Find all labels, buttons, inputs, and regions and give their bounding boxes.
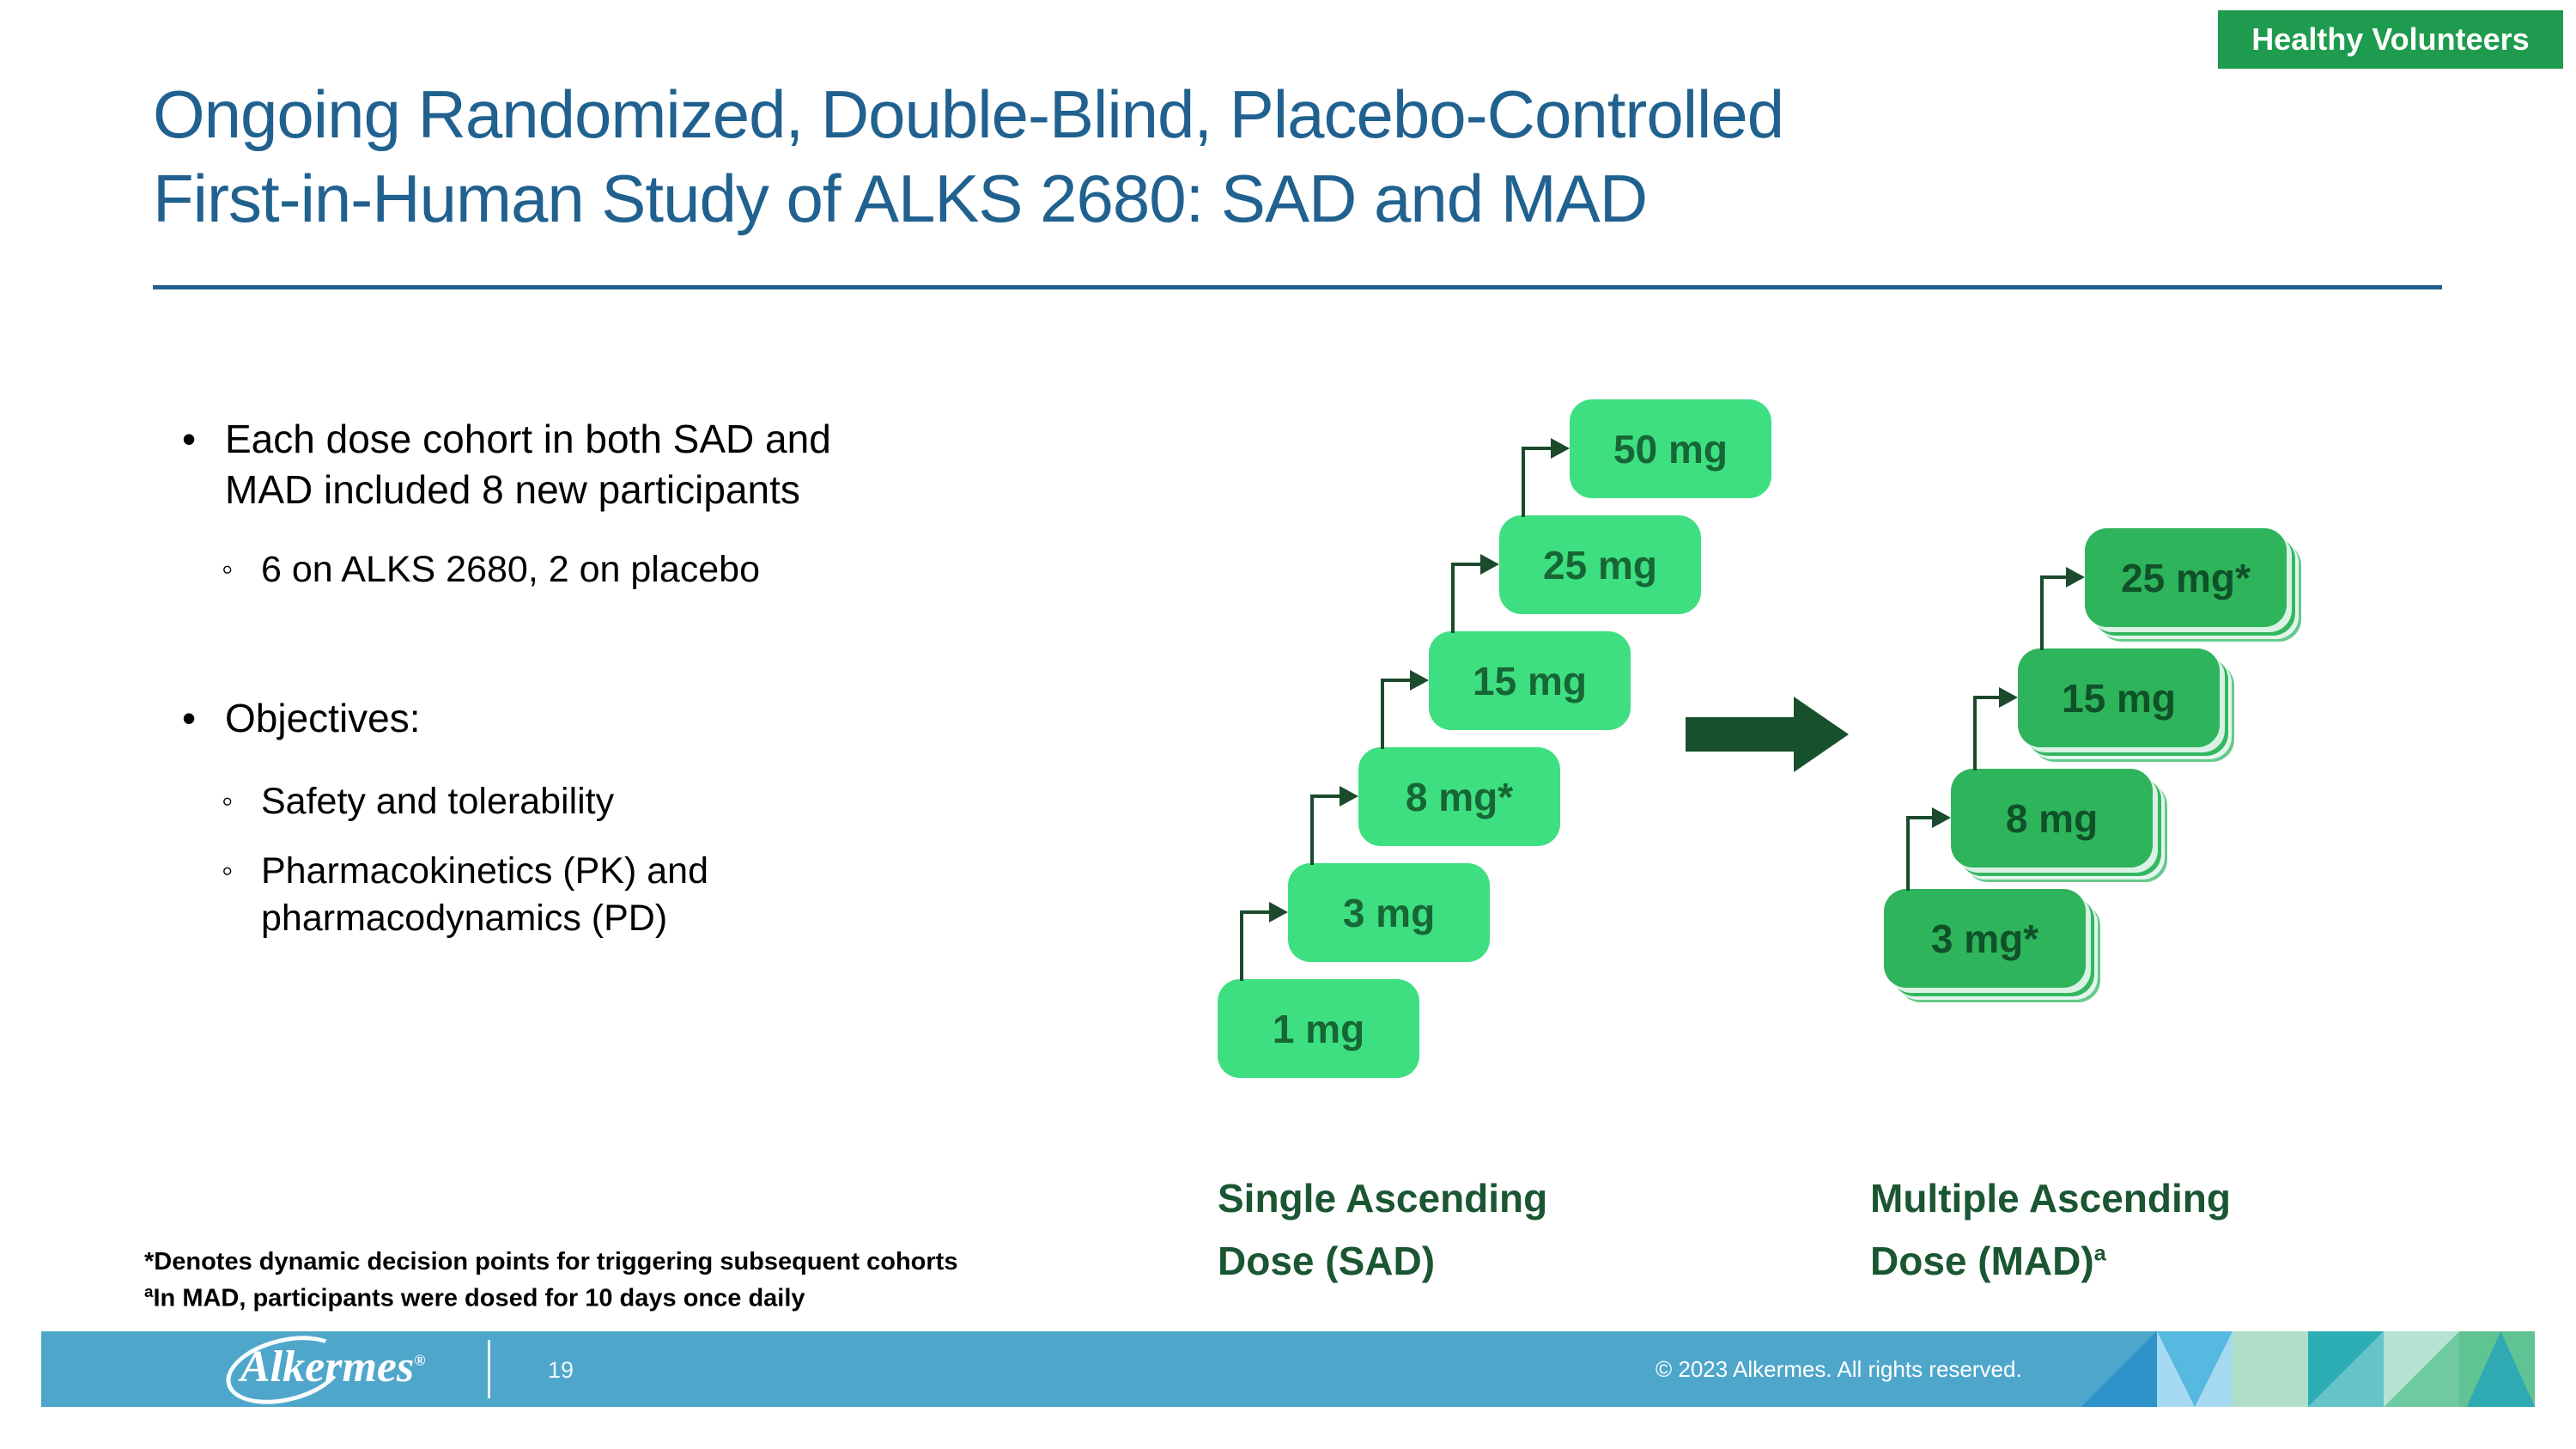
title-line-1: Ongoing Randomized, Double-Blind, Placeb… — [153, 76, 1784, 152]
footer-deco-square — [2459, 1331, 2535, 1407]
mad-connector-2-arrowhead-icon — [1999, 687, 2018, 708]
footer-deco-square — [2233, 1331, 2308, 1407]
sad-connector-2-arrowhead-icon — [1340, 786, 1358, 807]
alkermes-logo-text: Alkermes — [240, 1342, 415, 1391]
sad-connector-3-vertical — [1381, 680, 1384, 749]
footer-deco-square — [2308, 1331, 2384, 1407]
mad-dose-box-8-mg: 8 mg — [1951, 769, 2153, 868]
mad-connector-3-vertical — [2040, 577, 2044, 650]
sad-dose-box-15-mg: 15 mg — [1429, 631, 1631, 730]
footnote-asterisk: *Denotes dynamic decision points for tri… — [144, 1248, 958, 1275]
footnotes: *Denotes dynamic decision points for tri… — [144, 1244, 957, 1317]
footer-deco-triangle — [2466, 1331, 2535, 1407]
footnote-a: aIn MAD, participants were dosed for 10 … — [144, 1280, 957, 1317]
mad-dose-box-15-mg: 15 mg — [2018, 648, 2220, 747]
arrow-head — [1794, 697, 1849, 772]
bullet-item-cohort-text: Each dose cohort in both SAD and MAD inc… — [225, 417, 831, 512]
sad-dose-box-3-mg: 3 mg — [1288, 863, 1490, 962]
sad-column-label-text: Single Ascending Dose (SAD) — [1218, 1175, 1548, 1284]
healthy-volunteers-badge: Healthy Volunteers — [2218, 10, 2563, 69]
mad-connector-2-vertical — [1973, 697, 1977, 770]
sad-connector-1-horizontal — [1240, 910, 1271, 914]
footer-divider — [488, 1340, 490, 1398]
mad-connector-3-horizontal — [2040, 575, 2068, 579]
sub-bullet-pk-pd: ◦ Pharmacokinetics (PK) and pharmacodyna… — [222, 848, 1212, 942]
title-underline — [153, 285, 2442, 289]
mad-connector-1-arrowhead-icon — [1932, 807, 1951, 828]
registered-mark-icon: ® — [414, 1351, 426, 1369]
sub-bullet-pk-pd-text: Pharmacokinetics (PK) and pharmacodynami… — [261, 849, 708, 939]
sub-bullet-circle-icon: ◦ — [222, 782, 234, 819]
bullet-list: • Each dose cohort in both SAD and MAD i… — [182, 414, 1212, 942]
sad-connector-3-horizontal — [1381, 679, 1412, 682]
mad-column-label: Multiple Ascending Dose (MAD)a — [1870, 1104, 2231, 1294]
page-title: Ongoing Randomized, Double-Blind, Placeb… — [153, 72, 1784, 241]
footer-bar: Alkermes® 19 © 2023 Alkermes. All rights… — [41, 1331, 2535, 1407]
bullet-item-objectives-text: Objectives: — [225, 695, 421, 740]
sub-bullet-safety: ◦ Safety and tolerability — [222, 778, 1212, 825]
sad-connector-3-arrowhead-icon — [1410, 670, 1429, 691]
bullet-dot-icon: • — [182, 695, 197, 740]
bullet-item-objectives: • Objectives: — [182, 693, 1212, 744]
footer-deco-pattern — [2081, 1331, 2535, 1407]
sad-dose-box-8-mg: 8 mg* — [1358, 747, 1560, 846]
copyright-text: © 2023 Alkermes. All rights reserved. — [1656, 1356, 2022, 1382]
sub-bullet-circle-icon: ◦ — [222, 551, 234, 588]
sad-dose-box-1-mg: 1 mg — [1218, 979, 1419, 1078]
mad-connector-1-vertical — [1906, 818, 1910, 891]
sad-connector-5-arrowhead-icon — [1551, 438, 1570, 459]
sad-connector-1-arrowhead-icon — [1269, 902, 1288, 922]
sad-to-mad-arrow-icon — [1686, 697, 1849, 772]
sad-connector-1-vertical — [1240, 912, 1243, 981]
sad-connector-4-arrowhead-icon — [1480, 554, 1499, 575]
page-number: 19 — [548, 1357, 574, 1383]
sad-column-label: Single Ascending Dose (SAD) — [1218, 1104, 1547, 1294]
footnote-a-superscript: a — [144, 1282, 154, 1301]
mad-dose-box-25-mg: 25 mg* — [2085, 528, 2287, 627]
sad-dose-box-25-mg: 25 mg — [1499, 515, 1701, 614]
sad-connector-4-horizontal — [1451, 563, 1482, 566]
sub-bullet-safety-text: Safety and tolerability — [261, 780, 615, 822]
footer-deco-square — [2384, 1331, 2459, 1407]
title-line-2: First-in-Human Study of ALKS 2680: SAD a… — [153, 161, 1648, 237]
mad-column-label-text: Multiple Ascending Dose (MAD) — [1870, 1175, 2231, 1284]
sad-connector-4-vertical — [1451, 564, 1455, 633]
sub-bullet-circle-icon: ◦ — [222, 852, 234, 889]
mad-connector-2-horizontal — [1973, 696, 2001, 699]
mad-dose-box-3-mg: 3 mg* — [1884, 889, 2086, 988]
sad-connector-5-vertical — [1522, 448, 1525, 517]
sad-connector-2-vertical — [1310, 796, 1314, 865]
mad-label-superscript: a — [2093, 1241, 2106, 1266]
footnote-a-text: In MAD, participants were dosed for 10 d… — [153, 1284, 805, 1312]
mad-connector-3-arrowhead-icon — [2066, 567, 2085, 588]
footer-deco-square — [2081, 1331, 2157, 1407]
footer-deco-square — [2157, 1331, 2233, 1407]
sad-connector-2-horizontal — [1310, 795, 1341, 798]
footer-deco-triangle — [2157, 1331, 2233, 1407]
bullet-item-cohort: • Each dose cohort in both SAD and MAD i… — [182, 414, 1212, 515]
sub-bullet-randomization-text: 6 on ALKS 2680, 2 on placebo — [261, 548, 760, 590]
bullet-dot-icon: • — [182, 417, 197, 461]
arrow-shaft — [1686, 717, 1794, 752]
sad-dose-box-50-mg: 50 mg — [1570, 399, 1771, 498]
alkermes-logo: Alkermes® — [240, 1342, 426, 1392]
mad-connector-1-horizontal — [1906, 816, 1934, 819]
sad-connector-5-horizontal — [1522, 447, 1552, 450]
sub-bullet-randomization: ◦ 6 on ALKS 2680, 2 on placebo — [222, 546, 1212, 594]
